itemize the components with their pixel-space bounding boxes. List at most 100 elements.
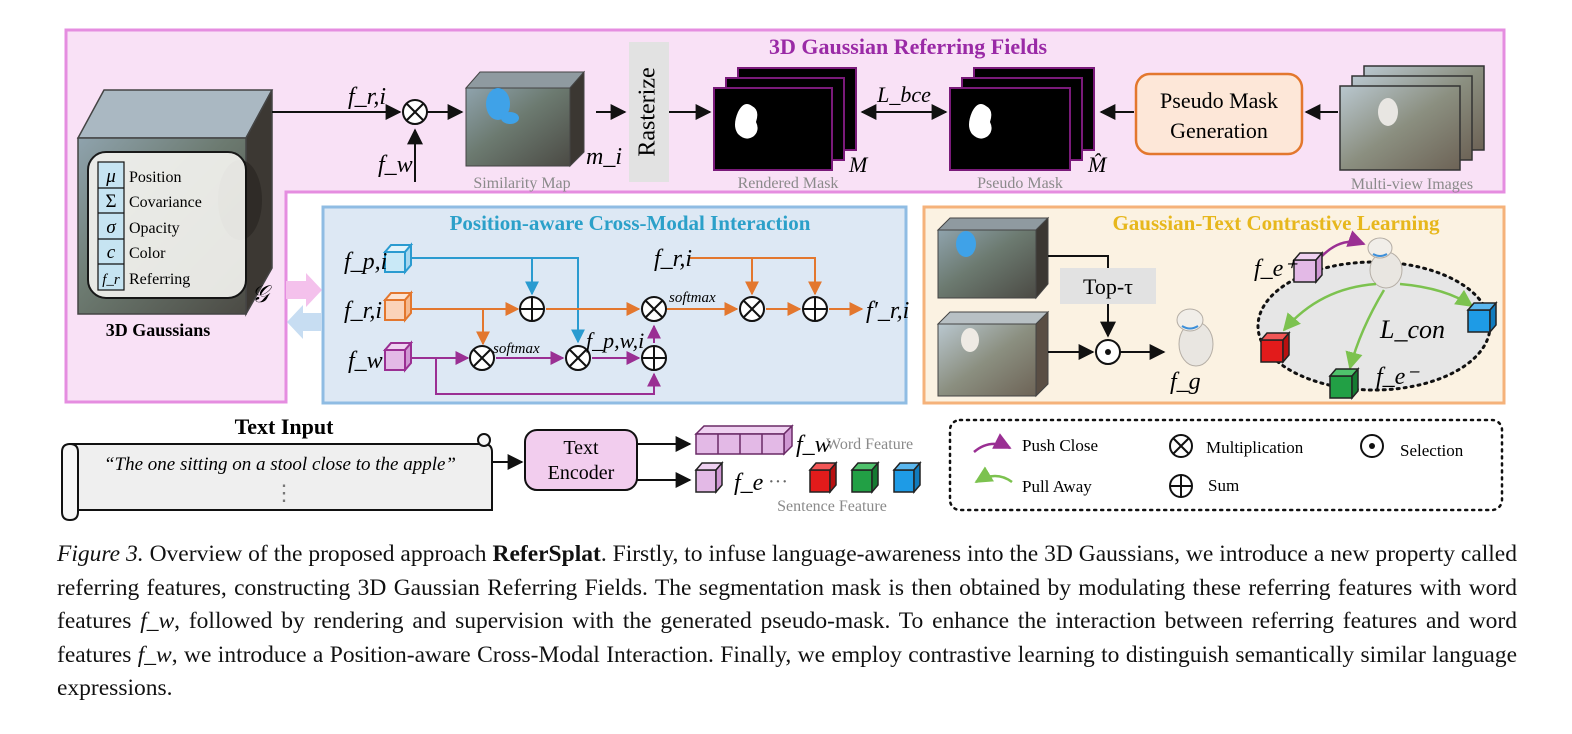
similarity-map-image bbox=[464, 70, 586, 168]
rasterize-block bbox=[629, 42, 669, 182]
label-M-hat: M̂ bbox=[1087, 152, 1108, 177]
legend-pull-label: Pull Away bbox=[1022, 477, 1092, 496]
orange-ri-top bbox=[690, 257, 822, 296]
pseudo-gen-box bbox=[1134, 72, 1304, 156]
legend-select-label: Selection bbox=[1400, 441, 1464, 460]
label-word-feature: Word Feature bbox=[826, 436, 913, 453]
label-m-i: m_i bbox=[586, 144, 622, 170]
caption-fig-label: Figure 3. bbox=[57, 541, 144, 567]
mult-op-1 bbox=[469, 345, 495, 371]
pull-away-arrow-left bbox=[1282, 282, 1377, 332]
legend-box bbox=[948, 418, 1504, 512]
caption-text-b: . Firstly, to infuse language-awareness … bbox=[57, 541, 1517, 634]
caption-fw-1: f_w bbox=[140, 608, 175, 634]
text-input-title: Text Input bbox=[235, 414, 335, 439]
mult-op-3 bbox=[641, 296, 667, 322]
label-M: M bbox=[848, 152, 869, 177]
contrastive-scene-top bbox=[936, 216, 1050, 300]
mult-op-2 bbox=[565, 345, 591, 371]
text-encoder-line2: Encoder bbox=[548, 462, 615, 484]
top-tau-box bbox=[1060, 268, 1156, 304]
legend-mult-icon bbox=[1169, 434, 1193, 458]
caption-text-d: , we introduce a Position-aware Cross-Mo… bbox=[57, 641, 1517, 702]
cube-f-e-plus bbox=[1292, 250, 1324, 285]
sentence-cube-blue bbox=[892, 460, 922, 495]
prop-sym-color: c bbox=[107, 242, 116, 263]
anchor-toy bbox=[1367, 237, 1403, 289]
legend-select-icon bbox=[1360, 434, 1384, 458]
prop-name-color: Color bbox=[129, 245, 166, 262]
cube-f-ri bbox=[382, 290, 414, 323]
referSplat-diagram: 3D Gaussian Referring Fields Position-aw… bbox=[61, 28, 1506, 522]
fg-toy bbox=[1176, 308, 1214, 367]
legend-sum-label: Sum bbox=[1208, 476, 1239, 495]
pseudo-gen-line2: Generation bbox=[1170, 118, 1268, 143]
label-loss-bce: L_bce bbox=[876, 82, 931, 107]
label-f-e-plus: f_e⁺ bbox=[1254, 256, 1298, 282]
cube-neg-blue bbox=[1466, 300, 1498, 335]
blue-path-pi bbox=[412, 257, 585, 344]
prop-name-referring: Referring bbox=[129, 271, 190, 288]
prop-sym-opacity: σ bbox=[106, 217, 116, 238]
mult-op-4 bbox=[739, 296, 765, 322]
cm-label-f-ri: f_r,i bbox=[344, 298, 382, 324]
cm-label-f-ri-top: f_r,i bbox=[654, 246, 692, 272]
prop-sym-position: μ bbox=[105, 166, 116, 187]
label-loss-con: L_con bbox=[1379, 315, 1445, 344]
gaussian-property-symbols bbox=[97, 161, 125, 291]
pseudo-gen-line1: Pseudo Mask bbox=[1160, 88, 1278, 113]
prop-name-opacity: Opacity bbox=[129, 220, 180, 237]
legend-push-label: Push Close bbox=[1022, 436, 1098, 455]
text-encoder-box bbox=[524, 429, 638, 491]
sentence-cube-red bbox=[808, 460, 838, 495]
prop-name-position: Position bbox=[129, 169, 181, 186]
pink-flow-arrow bbox=[286, 273, 322, 307]
purple-bypass bbox=[435, 358, 661, 395]
legend-sum-icon bbox=[1169, 474, 1193, 498]
cube-neg-red bbox=[1259, 330, 1291, 365]
label-multiview: Multi-view Images bbox=[1351, 176, 1473, 193]
label-f-e-minus: f_e⁻ bbox=[1376, 364, 1420, 390]
legend-push-icon bbox=[973, 433, 1012, 453]
cm-label-f-pi: f_p,i bbox=[344, 249, 387, 275]
legend-pull-icon bbox=[974, 466, 1013, 484]
caption-method-name: ReferSplat bbox=[492, 541, 601, 567]
cube-f-w bbox=[382, 340, 414, 373]
word-feature-bar bbox=[694, 424, 794, 456]
sum-op-3 bbox=[802, 296, 828, 322]
prop-sym-referring: f_r bbox=[102, 272, 120, 288]
sum-op-1 bbox=[519, 296, 545, 322]
selection-op bbox=[1095, 339, 1121, 365]
gaussians-caption: 3D Gaussians bbox=[106, 320, 211, 340]
label-dots: ··· bbox=[768, 471, 788, 493]
label-sentence-feature: Sentence Feature bbox=[777, 498, 887, 515]
cm-label-f-pwi: f_p,w,i bbox=[586, 328, 644, 353]
prop-name-covariance: Covariance bbox=[129, 194, 202, 211]
label-f-e: f_e bbox=[734, 470, 764, 496]
sentence-feature-cube bbox=[694, 460, 724, 495]
gaussian-set-symbol: 𝒢 bbox=[251, 282, 272, 308]
pseudo-mask-stack bbox=[949, 67, 1095, 171]
figure-caption: Figure 3. Overview of the proposed appro… bbox=[57, 538, 1517, 706]
text-encoder-line1: Text bbox=[563, 437, 599, 459]
cube-f-pi bbox=[382, 242, 414, 275]
cm-label-f-ri-prime: f′_r,i bbox=[866, 298, 909, 324]
cm-softmax-1: softmax bbox=[493, 341, 540, 357]
multiview-images bbox=[1339, 65, 1485, 171]
rasterize-label: Rasterize bbox=[635, 67, 661, 156]
contrastive-title: Gaussian-Text Contrastive Learning bbox=[1112, 211, 1440, 235]
gaussian-properties-box bbox=[87, 151, 247, 299]
prop-sym-covariance: Σ bbox=[105, 191, 116, 212]
scroll-shape bbox=[61, 433, 493, 522]
label-f-w-bottom: f_w bbox=[796, 432, 831, 458]
label-f-g: f_g bbox=[1170, 369, 1201, 395]
top-tau-label: Top-τ bbox=[1083, 274, 1133, 299]
sentence-cube-green bbox=[850, 460, 880, 495]
cm-label-f-w: f_w bbox=[348, 348, 383, 374]
pull-away-arrow-right bbox=[1399, 282, 1474, 308]
pull-away-arrow-down bbox=[1345, 289, 1386, 370]
referring-fields-title: 3D Gaussian Referring Fields bbox=[769, 34, 1047, 59]
text-query-ellipsis: ⋮ bbox=[273, 480, 295, 505]
arrow-top-scene-to-topk bbox=[1048, 255, 1109, 268]
rendered-mask-stack bbox=[713, 67, 857, 171]
